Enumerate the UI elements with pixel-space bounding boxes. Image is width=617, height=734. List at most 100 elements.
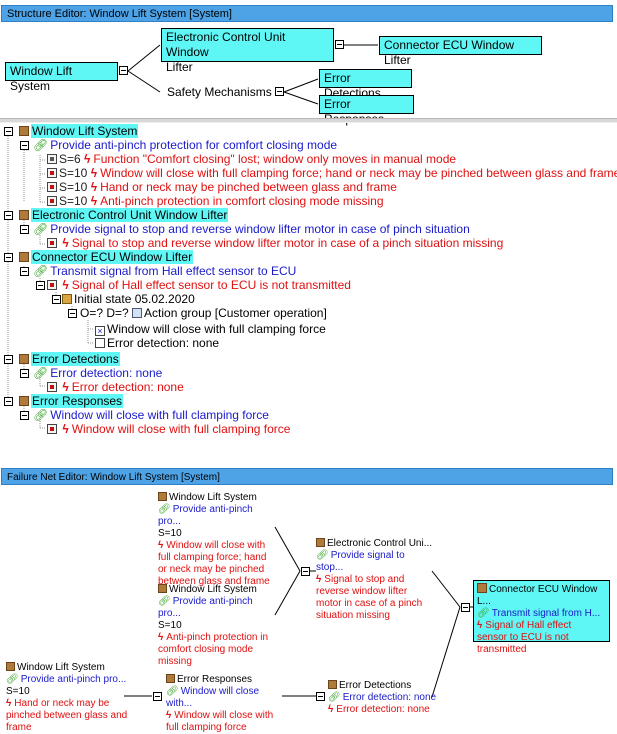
tree-item-action-group[interactable]: O=? D=? Action group [Customer operation… xyxy=(80,306,327,320)
tree-label: Signal to stop and reverse window lifter… xyxy=(71,236,504,250)
tree-item-error-responses[interactable]: Error Responses xyxy=(19,394,124,408)
tree-toggle[interactable] xyxy=(52,295,61,304)
tree-label: Provide signal to stop and reverse windo… xyxy=(50,222,470,236)
failure-type-icon xyxy=(47,424,57,434)
fn-node-window-lift-a[interactable]: Window Lift System 🔗︎Provide anti-pinch … xyxy=(158,492,278,588)
fn-node-window-lift-e[interactable]: Window Lift System 🔗︎Provide anti-pinch … xyxy=(6,662,132,734)
collapse-toggle[interactable] xyxy=(335,40,344,49)
malfunction-icon: ϟ xyxy=(158,540,164,551)
error-text: Signal to stop and xyxy=(324,574,405,585)
tree-item-action[interactable]: ×Window will close with full clamping fo… xyxy=(95,322,326,336)
tree-toggle[interactable] xyxy=(68,309,77,318)
tree-toggle[interactable] xyxy=(20,225,29,234)
tree-item-connector[interactable]: Connector ECU Window Lifter xyxy=(19,250,194,264)
error-text: missing xyxy=(158,656,192,667)
tree-toggle[interactable] xyxy=(4,355,13,364)
fn-node-connector-selected[interactable]: Connector ECU Window L... 🔗︎Transmit sig… xyxy=(473,580,610,655)
tree-item-ecu[interactable]: Electronic Control Unit Window Lifter xyxy=(19,208,229,222)
tree-label: Error detection: none xyxy=(71,380,184,394)
tree-item-error-detections[interactable]: Error Detections xyxy=(19,352,120,366)
tree-item-function[interactable]: 🔗︎Error detection: none xyxy=(33,366,162,380)
failure-type-icon xyxy=(47,196,57,206)
failure-type-icon xyxy=(47,382,57,392)
error-text: transmitted xyxy=(477,644,527,655)
tree-label: Error detection: none xyxy=(107,336,220,350)
collapse-toggle[interactable] xyxy=(275,87,284,96)
tree-toggle[interactable] xyxy=(36,281,45,290)
node-error-responses[interactable]: Error Responses xyxy=(319,95,414,126)
node-safety-mechanisms[interactable]: Safety Mechanisms xyxy=(167,85,272,99)
system-element-icon xyxy=(6,662,15,671)
fn-node-error-responses[interactable]: Error Responses 🔗︎Window will close with… xyxy=(166,674,284,734)
fn-node-window-lift-b[interactable]: Window Lift System 🔗︎Provide anti-pinch … xyxy=(158,584,278,668)
severity: S=10 xyxy=(59,180,88,194)
tree-label: Action group [Customer operation] xyxy=(144,306,327,320)
malfunction-icon: ϟ xyxy=(316,574,322,585)
severity: S=10 xyxy=(6,686,30,697)
tree-item-action[interactable]: Error detection: none xyxy=(95,336,219,350)
action-group-icon xyxy=(132,308,143,318)
error-text: Hand or neck may be xyxy=(14,698,110,709)
tree-item-function[interactable]: 🔗︎Provide signal to stop and reverse win… xyxy=(33,222,470,236)
error-text: Window will close with xyxy=(166,540,266,551)
collapse-toggle[interactable] xyxy=(119,66,128,75)
system-element-icon xyxy=(19,126,29,136)
tree-item-function[interactable]: 🔗︎Provide anti-pinch protection for comf… xyxy=(33,138,337,152)
node-title-text: Electronic Control Uni... xyxy=(327,538,433,549)
tree-item-initial-state[interactable]: Initial state 05.02.2020 xyxy=(62,292,195,306)
malfunction-icon: ϟ xyxy=(90,194,98,208)
node-ecu-window-lifter[interactable]: Electronic Control Unit Window Lifter xyxy=(161,28,334,74)
tree-toggle[interactable] xyxy=(4,397,13,406)
fn-node-function: 🔗︎Provide anti-pinch pro... xyxy=(158,596,278,620)
node-window-lift-system[interactable]: Window Lift System xyxy=(5,62,118,93)
malfunction-icon: ϟ xyxy=(477,620,483,631)
node-error-detections[interactable]: Error Detections xyxy=(319,69,412,100)
function-link-icon: 🔗︎ xyxy=(33,222,49,236)
fn-collapse-toggle[interactable] xyxy=(316,692,325,701)
tree-toggle[interactable] xyxy=(4,211,13,220)
fn-node-function: 🔗︎Provide anti-pinch pro... xyxy=(6,674,132,686)
malfunction-icon: ϟ xyxy=(62,236,69,250)
tree-toggle[interactable] xyxy=(20,141,29,150)
tree-toggle[interactable] xyxy=(20,411,29,420)
tree-toggle[interactable] xyxy=(20,369,29,378)
error-text: between glass and frame xyxy=(158,576,270,587)
malfunction-icon: ϟ xyxy=(328,704,334,715)
malfunction-icon: ϟ xyxy=(158,632,164,643)
initial-state-icon xyxy=(62,294,72,304)
splitter[interactable] xyxy=(0,118,617,123)
function-link-icon: 🔗︎ xyxy=(33,138,49,152)
system-element-icon xyxy=(19,396,29,406)
response-function-icon: 🔗︎ xyxy=(33,408,49,422)
node-title-text: Error Detections xyxy=(339,680,412,691)
tree-label: Error Responses xyxy=(31,394,124,408)
function-text: Provide signal to stop... xyxy=(316,550,405,573)
tree-item-function[interactable]: 🔗︎Window will close with full clamping f… xyxy=(33,408,269,422)
node-connector-ecu[interactable]: Connector ECU Window Lifter xyxy=(379,36,542,67)
tree-toggle[interactable] xyxy=(20,267,29,276)
fn-collapse-toggle[interactable] xyxy=(461,603,470,612)
tree-label: Initial state 05.02.2020 xyxy=(74,292,195,306)
fn-collapse-toggle[interactable] xyxy=(301,567,310,576)
fn-node-ecu[interactable]: Electronic Control Uni... 🔗︎Provide sign… xyxy=(316,538,434,622)
fn-node-error-detections[interactable]: Error Detections 🔗︎Error detection: none… xyxy=(328,680,438,716)
tree-item-function[interactable]: 🔗︎Transmit signal from Hall effect senso… xyxy=(33,264,296,278)
node-label: Electronic Control Unit Window xyxy=(166,30,286,59)
error-text: situation missing xyxy=(316,610,390,621)
tree-item-window-lift-system[interactable]: Window Lift System xyxy=(19,124,139,138)
failure-type-icon xyxy=(47,280,57,290)
fn-collapse-toggle[interactable] xyxy=(153,692,162,701)
tree-toggle[interactable] xyxy=(4,127,13,136)
fn-node-function: 🔗︎Window will close with... xyxy=(166,686,284,710)
tree-toggle[interactable] xyxy=(4,253,13,262)
